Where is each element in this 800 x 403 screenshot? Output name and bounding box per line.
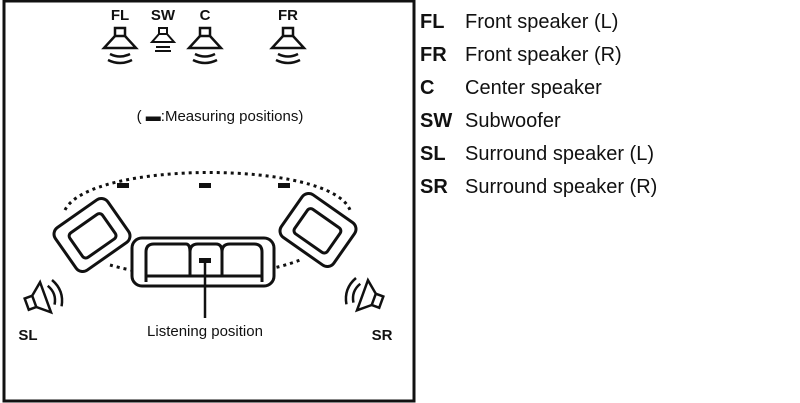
speaker-label-sl: SL <box>18 327 37 344</box>
legend-abbr: SW <box>420 110 453 132</box>
listening-position-mark <box>199 258 211 263</box>
left-armchair-icon <box>52 196 132 274</box>
legend-item: SR Surround speaker (R) <box>420 171 657 204</box>
speaker-sr-icon <box>344 277 385 313</box>
legend-desc: Front speaker (L) <box>465 11 619 33</box>
legend-abbr: FL <box>420 11 445 33</box>
legend-abbr: SR <box>420 176 448 198</box>
legend-item: FL Front speaker (L) <box>420 6 657 39</box>
legend-item: SW Subwoofer <box>420 105 657 138</box>
speaker-label-fl: FL <box>111 7 129 24</box>
measuring-mark-right <box>278 183 290 188</box>
legend-desc: Subwoofer <box>465 110 561 132</box>
legend-abbr: FR <box>420 44 447 66</box>
legend-desc: Center speaker <box>465 77 602 99</box>
subwoofer-icon <box>149 27 177 52</box>
legend-item: SL Surround speaker (L) <box>420 138 657 171</box>
legend-abbr: C <box>420 77 435 99</box>
speaker-label-sw: SW <box>151 7 176 24</box>
speaker-fr-icon <box>269 26 307 65</box>
speaker-c-icon <box>186 26 224 65</box>
speaker-label-c: C <box>200 7 211 24</box>
legend-desc: Surround speaker (R) <box>465 176 658 198</box>
speaker-label-fr: FR <box>278 7 298 24</box>
speaker-fl-icon <box>101 26 139 65</box>
speaker-sl-icon <box>23 279 64 315</box>
listening-position-label: Listening position <box>147 323 263 340</box>
speaker-label-sr: SR <box>372 327 393 344</box>
legend-desc: Surround speaker (L) <box>465 143 654 165</box>
legend-item: FR Front speaker (R) <box>420 39 657 72</box>
right-armchair-icon <box>278 191 358 269</box>
legend-desc: Front speaker (R) <box>465 44 622 66</box>
measuring-positions-note: ( ▬:Measuring positions) <box>137 108 304 125</box>
legend-abbr: SL <box>420 143 446 165</box>
room-frame <box>2 0 416 403</box>
measuring-mark-left <box>117 183 129 188</box>
legend-item: C Center speaker <box>420 72 657 105</box>
room-diagram: FL SW C FR ( ▬:Measuring positions) <box>2 0 416 403</box>
measuring-mark-center <box>199 183 211 188</box>
